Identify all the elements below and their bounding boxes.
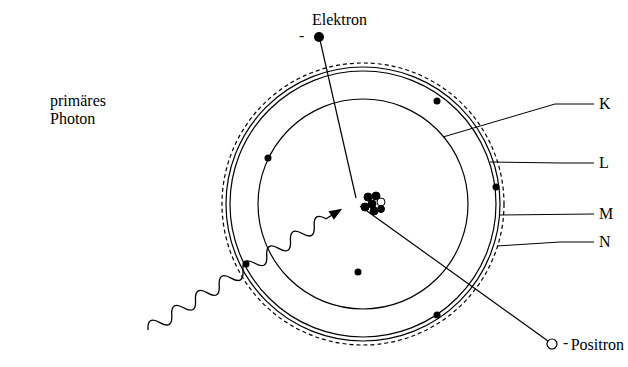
shell-electrons: [243, 98, 500, 319]
positron-circle: [547, 339, 557, 349]
photon-wave: [145, 203, 346, 335]
leader-lines: [443, 104, 594, 246]
m-shell: [226, 67, 500, 341]
shell-label: K: [599, 95, 611, 113]
shell-label: L: [599, 154, 609, 172]
charge-sign: -: [299, 27, 304, 45]
shell-label: M: [599, 205, 613, 223]
charge-sign: -: [563, 334, 568, 352]
particle-label: Positron: [571, 336, 624, 354]
k-shell: [258, 99, 468, 309]
particle-label: Elektron: [312, 11, 367, 29]
n-shell: [222, 63, 504, 345]
photon-label: primäres Photon: [50, 92, 130, 128]
l-shell: [230, 71, 496, 337]
electron-dot: [314, 32, 324, 42]
shell-label: N: [599, 233, 611, 251]
positron-track: [360, 206, 548, 341]
electron-track: [320, 40, 356, 198]
nucleus: [361, 192, 385, 215]
